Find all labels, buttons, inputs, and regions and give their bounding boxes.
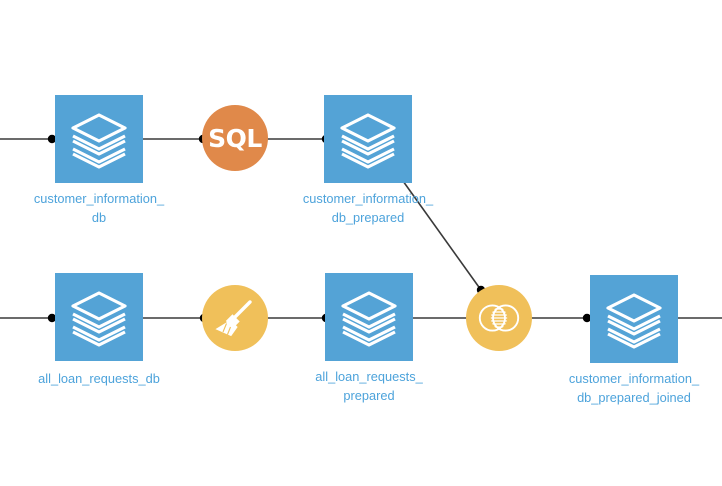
database-stack-icon (71, 291, 127, 347)
sql-icon: SQL (208, 123, 262, 153)
database-stack-icon (340, 113, 396, 169)
caption-customer-information-db-prepared: customer_information_ db_prepared (302, 191, 434, 225)
database-stack-icon (341, 291, 397, 347)
node-customer-information-db[interactable] (55, 95, 143, 183)
edge-dot (47, 313, 57, 323)
node-all-loan-requests-db[interactable] (55, 273, 143, 361)
caption-customer-information-db: customer_information_ db (33, 191, 165, 225)
broom-icon (215, 300, 252, 337)
database-stack-icon (71, 113, 127, 169)
edge-dot (582, 313, 592, 323)
node-customer-information-db-prepared[interactable] (324, 95, 412, 183)
database-stack-icon (606, 293, 662, 349)
node-all-loan-requests-prepared[interactable] (325, 273, 413, 361)
caption-all-loan-requests-db: all_loan_requests_db (38, 371, 160, 386)
node-customer-information-db-prepared-joined[interactable] (590, 275, 678, 363)
caption-all-loan-requests-prepared: all_loan_requests_ prepared (315, 369, 423, 403)
node-sql-transform[interactable]: SQL (202, 105, 268, 171)
edge-dot (47, 134, 57, 144)
join-venn-icon (478, 304, 520, 332)
node-join-operation[interactable] (466, 285, 532, 351)
edge-prep-to-join (402, 180, 482, 291)
node-clean-transform[interactable] (202, 285, 268, 351)
caption-customer-information-db-prepared-joined: customer_information_ db_prepared_joined (568, 371, 700, 405)
